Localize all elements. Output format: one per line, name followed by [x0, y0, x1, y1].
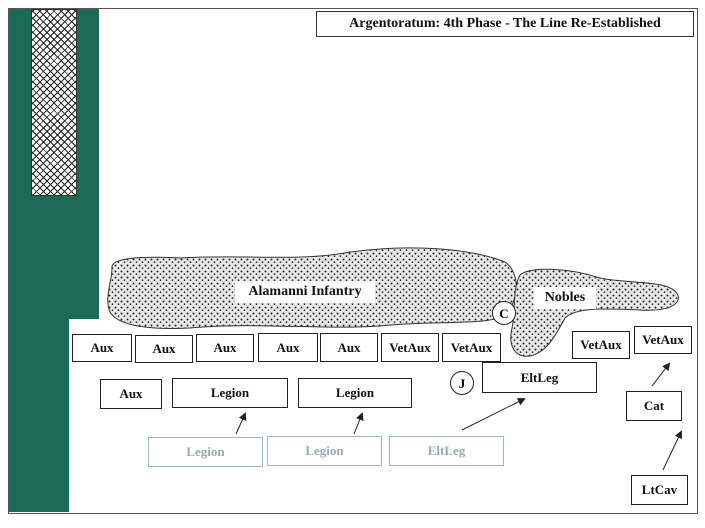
arrow-eltleg	[461, 398, 526, 431]
front-vetaux-1: VetAux	[381, 333, 439, 362]
hatched-strip	[31, 9, 77, 196]
previous-legion-2: Legion	[267, 436, 382, 466]
legion-2: Legion	[298, 378, 412, 408]
front-aux-3: Aux	[196, 334, 254, 362]
arrow-legion-1	[235, 412, 247, 435]
front-aux-2: Aux	[135, 335, 193, 363]
side-bar-lower	[9, 319, 69, 512]
previous-eltleg: EltLeg	[389, 436, 504, 466]
front-vetaux-2: VetAux	[442, 333, 501, 362]
marker-j: J	[450, 371, 474, 395]
vetaux-right: VetAux	[634, 326, 692, 354]
legion-1: Legion	[172, 378, 288, 408]
marker-c: C	[492, 301, 516, 325]
front-aux-4: Aux	[258, 333, 318, 362]
second-aux: Aux	[100, 379, 162, 409]
front-aux-5: Aux	[320, 333, 378, 362]
arrow-ltcav	[662, 430, 683, 471]
alamanni-infantry-label: Alamanni Infantry	[235, 281, 375, 303]
front-aux-1: Aux	[72, 334, 132, 362]
ltcav-unit: LtCav	[631, 475, 688, 505]
vetaux-mid: VetAux	[572, 331, 630, 359]
previous-legion-1: Legion	[148, 437, 263, 467]
arrow-cat	[651, 362, 671, 387]
eltleg-unit: EltLeg	[482, 362, 597, 393]
nobles-label: Nobles	[534, 287, 596, 309]
cat-unit: Cat	[626, 391, 682, 421]
diagram-title: Argentoratum: 4th Phase - The Line Re-Es…	[316, 11, 694, 37]
arrow-legion-2	[353, 412, 364, 435]
